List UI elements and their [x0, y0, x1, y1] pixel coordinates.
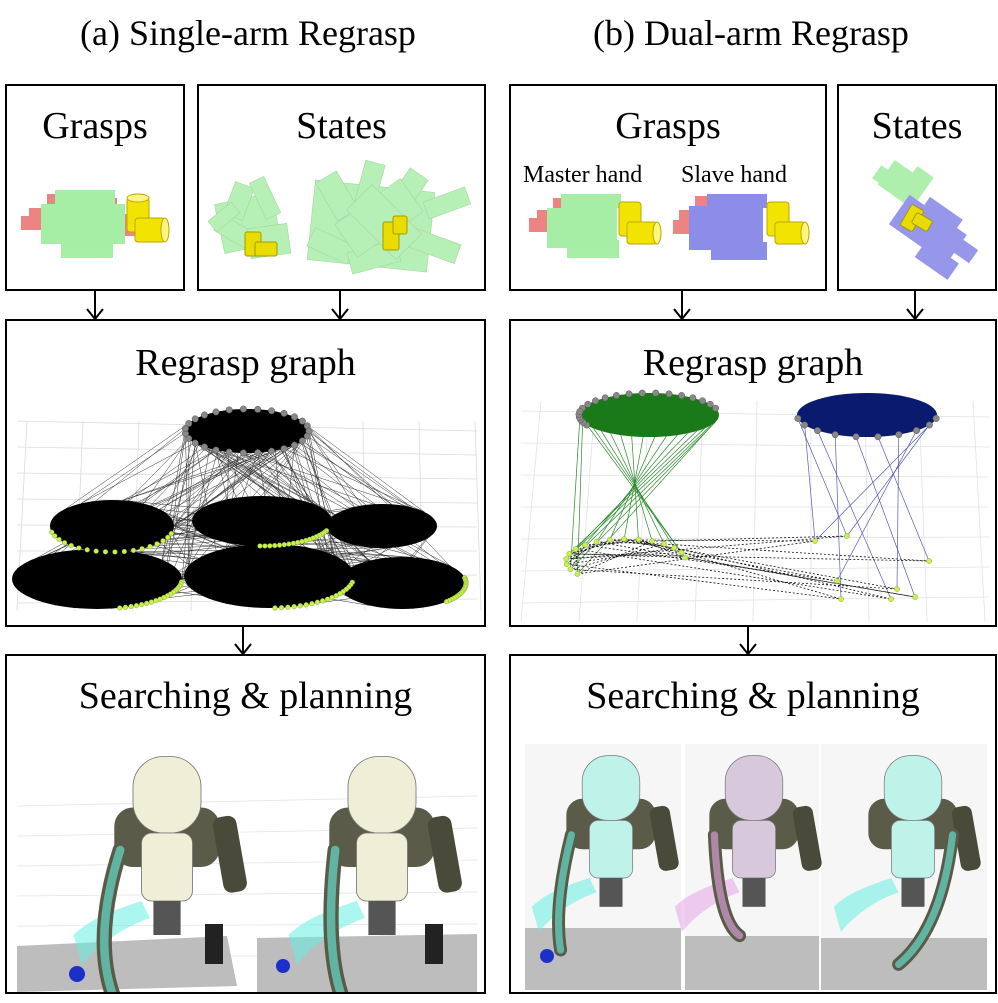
state-disk-6 — [338, 557, 466, 609]
right-grasps-panel: Grasps Master hand Slave hand — [509, 84, 827, 291]
graph-nodes — [563, 389, 940, 602]
robot-frame-1 — [73, 756, 247, 992]
right-states-title: States — [871, 105, 963, 147]
left-states-title: States — [296, 105, 387, 147]
arrow-graph-to-search-left — [234, 627, 252, 656]
graph-nodes — [49, 405, 469, 611]
yellow-fitting-dual-states — [900, 204, 933, 232]
table-right — [257, 934, 477, 992]
robot-frame-3 — [833, 755, 981, 971]
left-grasps-title: Grasps — [42, 105, 148, 147]
master-edges — [566, 418, 719, 575]
table-block — [425, 924, 443, 964]
single-arm-regrasp-graph — [12, 405, 482, 612]
dual-arm-heading: (b) Dual-arm Regrasp — [593, 13, 909, 53]
left-grasps-panel: Grasps — [5, 84, 185, 291]
slave-disk — [797, 393, 937, 437]
target-object — [540, 949, 554, 963]
left-search-panel: Searching & planning — [5, 654, 486, 994]
robot-frame-1 — [531, 755, 679, 957]
state-disk-2 — [192, 496, 332, 546]
master-yellow-fitting — [618, 201, 662, 245]
right-grasps-title: Grasps — [615, 105, 721, 147]
arrow-grasps-to-graph-left — [86, 291, 104, 321]
robot-frame-2 — [288, 756, 462, 992]
master-hand-grasps — [529, 194, 621, 258]
yellow-pipe-fitting-states — [244, 215, 408, 257]
arrow-grasps-to-graph-right — [673, 291, 691, 321]
dual-arm-regrasp-graph — [520, 389, 990, 622]
right-states-panel: States — [837, 84, 997, 291]
right-graph-title: Regrasp graph — [642, 342, 864, 384]
state-disk-0 — [185, 409, 309, 453]
arrow-graph-to-search-right — [739, 627, 757, 656]
slave-edges — [797, 418, 937, 600]
robot-frame-2 — [674, 755, 822, 943]
slave-hand-grasps — [673, 194, 767, 260]
cross-edges — [566, 535, 930, 600]
left-states-panel: States — [197, 84, 486, 291]
states-cluster-illustration — [207, 159, 472, 275]
table-2 — [685, 936, 819, 990]
single-arm-heading: (a) Single-arm Regrasp — [80, 13, 416, 53]
yellow-pipe-fitting — [126, 193, 170, 243]
state-disk-4 — [12, 549, 182, 609]
right-search-title: Searching & planning — [586, 675, 920, 717]
dual-arm-robot-frames — [525, 744, 987, 990]
state-disk-5 — [184, 544, 354, 608]
grasps-cluster-illustration — [21, 190, 170, 258]
master-disk — [579, 393, 719, 437]
slave-hand-label: Slave hand — [681, 162, 787, 188]
right-graph-panel: Regrasp graph — [509, 319, 997, 627]
target-object — [276, 959, 290, 973]
state-disk-3 — [327, 504, 437, 548]
dual-states-illustration — [872, 159, 979, 280]
arrow-states-to-graph-left — [331, 291, 349, 321]
right-search-panel: Searching & planning — [509, 654, 997, 994]
table-left — [17, 936, 237, 992]
arrow-states-to-graph-right — [906, 291, 924, 321]
master-hand-label: Master hand — [523, 162, 643, 188]
single-arm-robot-frames — [16, 756, 478, 992]
dual-grasps-illustration — [529, 194, 810, 260]
state-disk-1 — [50, 500, 174, 552]
slave-yellow-fitting — [766, 201, 810, 245]
target-object — [69, 966, 85, 982]
table-block — [205, 924, 223, 964]
left-graph-panel: Regrasp graph — [5, 319, 486, 627]
left-search-title: Searching & planning — [78, 675, 413, 717]
left-graph-title: Regrasp graph — [135, 342, 356, 384]
